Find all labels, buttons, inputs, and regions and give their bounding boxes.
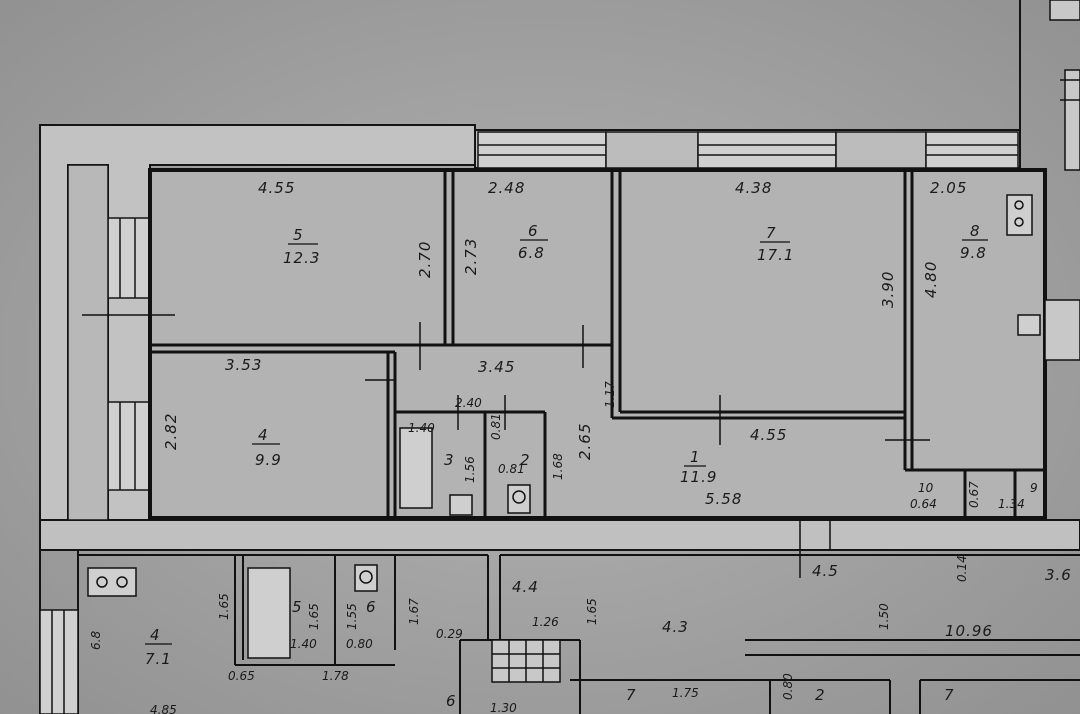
door-marks [82, 314, 930, 578]
windows-top [477, 131, 1019, 169]
room-1-area: 11.9 [680, 468, 717, 486]
lower-room-4-area: 7.1 [145, 650, 172, 668]
closet-10-area: 0.64 [910, 497, 937, 511]
lower-dim-1096: 10.96 [945, 622, 993, 640]
room-5-top-dim: 4.55 [258, 179, 295, 197]
stove-icon-lower [87, 567, 137, 597]
bathroom-fixtures [87, 194, 1041, 659]
lower-dim-178: 1.78 [322, 669, 349, 683]
lower-left-window [39, 609, 79, 714]
room-5-area: 12.3 [283, 249, 320, 267]
lower-dim-165: 1.65 [217, 593, 231, 620]
room-5-side-dim: 2.70 [416, 241, 434, 278]
lower-dim-44: 4.4 [512, 578, 539, 596]
room-8-number: 8 [970, 222, 981, 240]
room-7-bottom-dim: 4.55 [750, 426, 787, 444]
lower-room-7: 7 [626, 686, 637, 704]
room-8-top-dim: 2.05 [930, 179, 967, 197]
room-1-side-dim: 2.65 [576, 423, 594, 460]
lower-room-6b: 6 [446, 692, 457, 710]
lower-dim-485: 4.85 [150, 703, 177, 714]
closet-9-number: 9 [1030, 481, 1038, 495]
lower-dim-36: 3.6 [1045, 566, 1072, 584]
room-6-side-dim: 2.73 [462, 238, 480, 275]
windows-left [67, 164, 151, 521]
lower-room-5-number: 5 [292, 598, 303, 616]
room-2-side-dim: 1.68 [551, 453, 565, 480]
room-2-number: 2 [520, 451, 531, 469]
room-labels: 4.55 5 12.3 2.70 2.48 6 6.8 2.73 4.38 7 … [162, 179, 1038, 511]
bathtub-icon-lower [247, 567, 291, 659]
lower-dim-014: 0.14 [955, 555, 969, 582]
room-4-top-dim: 3.53 [225, 356, 262, 374]
room-7-area: 17.1 [757, 246, 794, 264]
room-3-number: 3 [444, 451, 455, 469]
lower-dim-029: 0.29 [436, 627, 463, 641]
lower-dim-080b: 0.80 [781, 673, 795, 700]
lower-dim-43: 4.3 [662, 618, 689, 636]
room-4-side-dim: 2.82 [162, 413, 180, 450]
room-2-top-dim: 0.81 [489, 413, 503, 440]
room-5-number: 5 [293, 226, 304, 244]
corridor-width: 1.17 [603, 381, 617, 408]
room-6-top-dim: 2.48 [488, 179, 525, 197]
closet-gap-dim: 0.67 [967, 481, 981, 508]
toilet-icon [507, 484, 531, 514]
room-4-area: 9.9 [255, 451, 282, 469]
lower-dim-126: 1.26 [532, 615, 559, 629]
interior-walls [150, 172, 1045, 518]
sink-icon [449, 494, 473, 516]
room-1-bottom-dim: 5.58 [705, 490, 742, 508]
room-6-area: 6.8 [518, 244, 545, 262]
lower-dim-065: 0.65 [228, 669, 255, 683]
bath-width: 2.40 [455, 396, 482, 410]
room-3-top-dim: 1.40 [408, 421, 435, 435]
room-7-top-dim: 4.38 [735, 179, 772, 197]
lower-dim-150: 1.50 [877, 603, 891, 630]
lower-room-5-area: 1.65 [307, 603, 321, 630]
toilet-icon-lower [354, 564, 378, 592]
lower-room-6-number: 6 [366, 598, 377, 616]
room-2-area: 0.81 [498, 462, 525, 476]
kitchen-sink-icon [1017, 314, 1041, 336]
lower-labels: 4 7.1 6.8 1.65 5 1.65 1.55 6 1.67 1.40 0… [89, 555, 1072, 714]
closet-10-number: 10 [918, 481, 934, 495]
lower-room-4-side: 6.8 [89, 631, 103, 650]
lower-grid [491, 639, 561, 683]
room-1-number: 1 [690, 448, 701, 466]
lower-room-6-area: 1.55 [345, 603, 359, 630]
lower-dim-140: 1.40 [290, 637, 317, 651]
room-1-top-dim: 3.45 [478, 358, 515, 376]
lower-dim-165b: 1.65 [585, 598, 599, 625]
lower-dim-080: 0.80 [346, 637, 373, 651]
room-3-area: 1.56 [463, 456, 477, 483]
room-8-side-dim: 4.80 [922, 261, 940, 298]
room-8-area: 9.8 [960, 244, 987, 262]
lower-dim-130: 1.30 [490, 701, 517, 714]
room-7-number: 7 [766, 224, 777, 242]
right-edge-windows [1044, 0, 1080, 361]
room-4-number: 4 [258, 426, 269, 444]
lower-room-4-number: 4 [150, 626, 161, 644]
lower-dim-175: 1.75 [672, 686, 699, 700]
room-7-side-dim: 3.90 [879, 271, 897, 308]
lower-dim-167: 1.67 [407, 598, 421, 625]
lower-dim-45: 4.5 [812, 562, 839, 580]
room-6-number: 6 [528, 222, 539, 240]
bathtub-icon [399, 427, 433, 509]
lower-room-2b: 2 [815, 686, 826, 704]
closet-9-area: 1.34 [998, 497, 1025, 511]
lower-room-7b: 7 [944, 686, 955, 704]
lower-walls [78, 554, 1080, 714]
